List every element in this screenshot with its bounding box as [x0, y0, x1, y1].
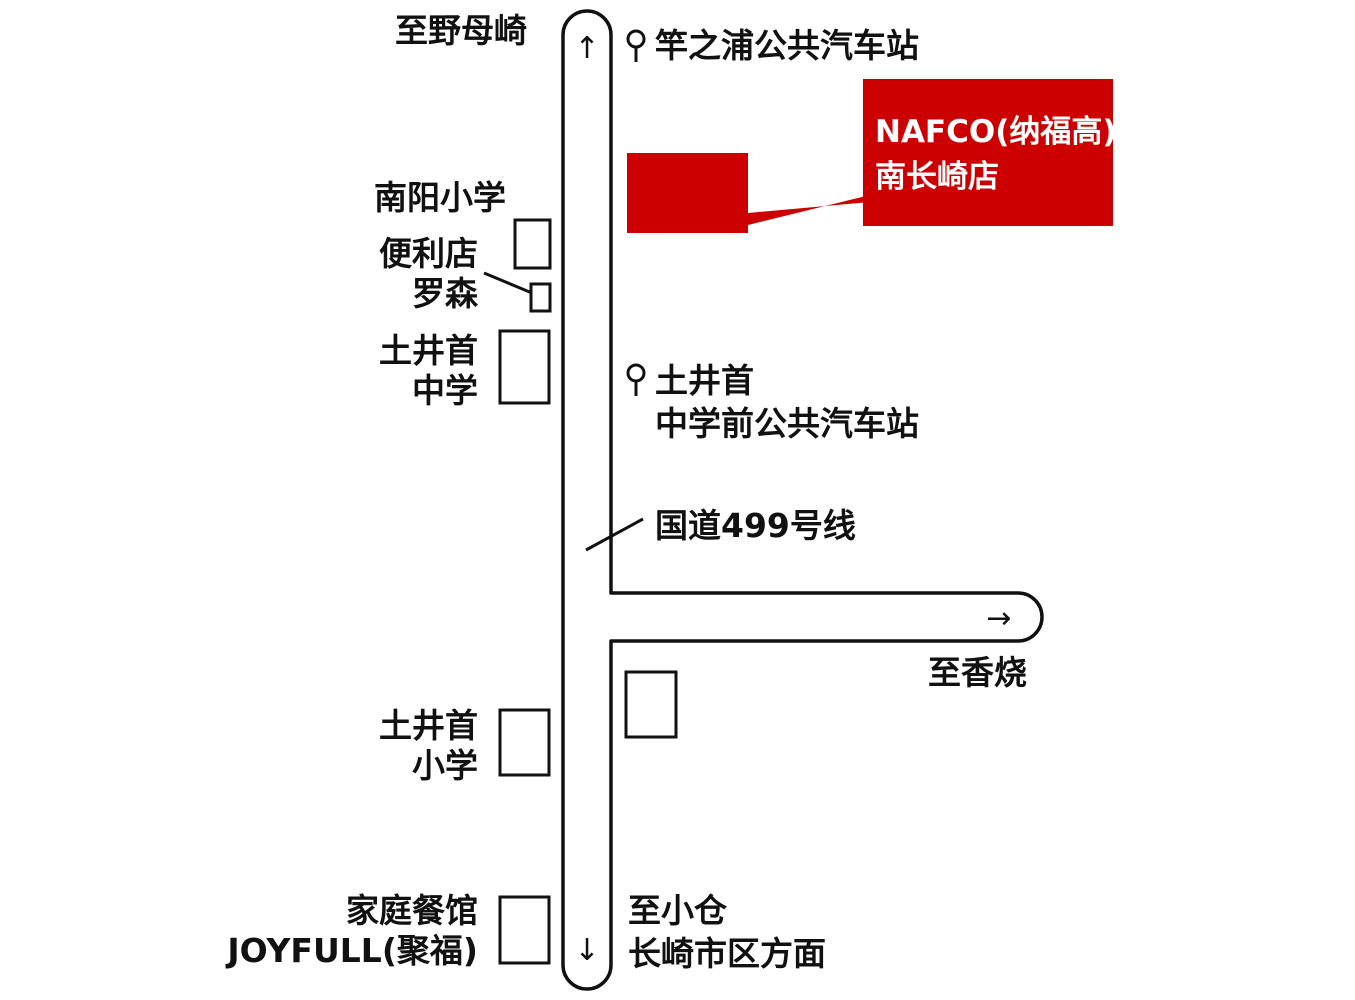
lawson-building — [529, 282, 552, 313]
doikubi-middle-school-building — [498, 329, 551, 405]
lawson-label-line2: 罗森 — [412, 274, 479, 313]
store-branch-label: 南长崎店 — [875, 159, 999, 195]
store-callout-pointer — [748, 195, 870, 225]
bus-stop-label-doikubi-line2: 中学前公共汽车站 — [655, 404, 919, 443]
road-label-leader — [585, 517, 644, 552]
bus-stop-label-sao-no-ura: 竿之浦公共汽车站 — [655, 26, 919, 65]
roadside-building — [624, 670, 678, 739]
joyfull-label-line2: JOYFULL(聚福) — [225, 931, 478, 970]
store-building — [627, 153, 748, 233]
doikubi-elementary-school-building — [498, 708, 551, 777]
east-arrow-icon: → — [986, 601, 1011, 636]
nanyang-school-building — [513, 218, 552, 270]
doikubi-middle-school-label-line2: 中学 — [412, 371, 478, 410]
north-arrow-icon: ↑ — [574, 31, 599, 66]
bus-stop-pin-icon — [626, 29, 646, 62]
bus-stop-pin-icon — [626, 363, 646, 396]
lawson-label-line1: 便利店 — [379, 234, 478, 273]
doikubi-middle-school-label-line1: 土井首 — [379, 331, 478, 370]
bus-stop-label-doikubi-line1: 土井首 — [655, 361, 754, 400]
road-name-label: 国道499号线 — [655, 506, 856, 545]
joyfull-building — [498, 895, 551, 965]
store-callout-box — [863, 79, 1113, 226]
south-direction-label-line1: 至小仓 — [628, 891, 728, 930]
doikubi-elementary-school-label-line1: 土井首 — [379, 706, 478, 745]
nanyang-school-label: 南阳小学 — [374, 178, 506, 217]
joyfull-label-line1: 家庭餐馆 — [346, 891, 478, 930]
national-road-outline — [561, 9, 1044, 991]
north-direction-label: 至野母崎 — [395, 11, 527, 50]
south-arrow-icon: ↓ — [574, 933, 599, 968]
lawson-leader — [483, 271, 533, 295]
doikubi-elementary-school-label-line2: 小学 — [412, 746, 478, 785]
south-direction-label-line2: 长崎市区方面 — [628, 934, 826, 973]
store-name-label: NAFCO(纳福高) — [875, 114, 1117, 150]
east-direction-label: 至香烧 — [928, 653, 1027, 692]
